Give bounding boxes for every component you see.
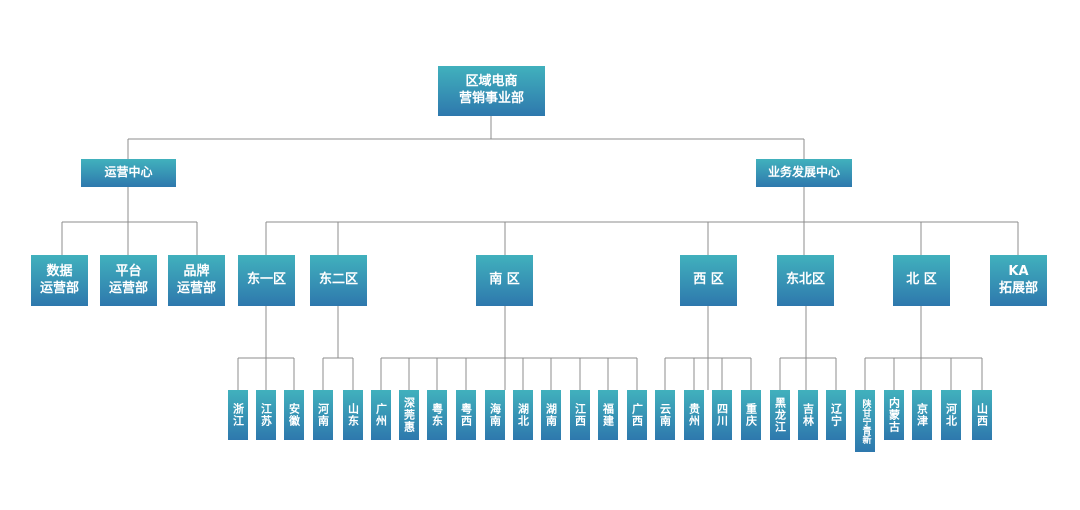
node-region-east-1: 东一区 — [238, 255, 295, 306]
node-province: 贵州 — [684, 390, 704, 440]
node-region-north: 北 区 — [893, 255, 950, 306]
province-label: 陕甘宁青新 — [860, 398, 871, 444]
province-label: 江苏 — [259, 403, 273, 427]
node-label: 品牌 运营部 — [176, 263, 216, 296]
node-business-development-center: 业务发展中心 — [756, 159, 852, 187]
province-label: 河南 — [316, 403, 330, 427]
node-province: 深莞惠 — [399, 390, 419, 440]
node-brand-operations: 品牌 运营部 — [168, 255, 225, 306]
node-province: 内蒙古 — [884, 390, 904, 440]
node-province: 河南 — [313, 390, 333, 440]
province-label: 福建 — [601, 403, 615, 427]
node-province: 湖南 — [541, 390, 561, 440]
province-label: 四川 — [715, 403, 729, 427]
province-label: 海南 — [488, 403, 502, 427]
node-label: 东一区 — [246, 272, 286, 288]
province-label: 吉林 — [801, 403, 815, 427]
province-label: 广州 — [374, 403, 388, 427]
node-region-west: 西 区 — [680, 255, 737, 306]
province-label: 京津 — [915, 403, 929, 427]
province-label: 粤东 — [430, 403, 444, 427]
node-province: 福建 — [598, 390, 618, 440]
province-label: 深莞惠 — [402, 397, 416, 433]
node-province: 京津 — [912, 390, 932, 440]
node-province: 河北 — [941, 390, 961, 440]
node-operations-center: 运营中心 — [81, 159, 176, 187]
node-province: 江西 — [570, 390, 590, 440]
node-province: 吉林 — [798, 390, 818, 440]
node-data-operations: 数据 运营部 — [31, 255, 88, 306]
node-province: 重庆 — [741, 390, 761, 440]
node-province: 辽宁 — [826, 390, 846, 440]
node-province: 湖北 — [513, 390, 533, 440]
node-province: 海南 — [485, 390, 505, 440]
province-label: 山西 — [975, 403, 989, 427]
node-region-northeast: 东北区 — [777, 255, 834, 306]
node-label: 北 区 — [906, 272, 937, 288]
node-ka-expansion: KA 拓展部 — [990, 255, 1047, 306]
node-region-east-2: 东二区 — [310, 255, 367, 306]
node-label: 东北区 — [785, 272, 825, 288]
province-label: 黑龙江 — [773, 397, 787, 433]
node-province: 安徽 — [284, 390, 304, 440]
node-province: 粤西 — [456, 390, 476, 440]
node-platform-operations: 平台 运营部 — [100, 255, 157, 306]
province-label: 云南 — [658, 403, 672, 427]
province-label: 重庆 — [744, 403, 758, 427]
node-label: 平台 运营部 — [108, 263, 148, 296]
province-label: 湖北 — [516, 403, 530, 427]
province-label: 安徽 — [287, 403, 301, 427]
node-label: KA 拓展部 — [998, 263, 1038, 296]
province-label: 粤西 — [459, 403, 473, 427]
node-province: 广州 — [371, 390, 391, 440]
node-province: 粤东 — [427, 390, 447, 440]
province-label: 内蒙古 — [887, 397, 901, 433]
node-label: 业务发展中心 — [767, 165, 840, 180]
province-label: 浙江 — [231, 403, 245, 427]
node-province: 陕甘宁青新 — [855, 390, 875, 452]
node-label: 区域电商 营销事业部 — [458, 74, 524, 106]
node-province: 山东 — [343, 390, 363, 440]
province-label: 山东 — [346, 403, 360, 427]
node-province: 江苏 — [256, 390, 276, 440]
node-province: 黑龙江 — [770, 390, 790, 440]
node-regional-ecommerce-division: 区域电商 营销事业部 — [438, 66, 545, 116]
node-label: 运营中心 — [104, 165, 153, 180]
province-label: 河北 — [944, 403, 958, 427]
node-label: 南 区 — [489, 272, 520, 288]
node-label: 数据 运营部 — [39, 263, 79, 296]
province-label: 广西 — [630, 403, 644, 427]
node-province: 浙江 — [228, 390, 248, 440]
node-label: 东二区 — [318, 272, 358, 288]
province-label: 江西 — [573, 403, 587, 427]
node-region-south: 南 区 — [476, 255, 533, 306]
node-province: 山西 — [972, 390, 992, 440]
node-province: 云南 — [655, 390, 675, 440]
node-label: 西 区 — [693, 272, 724, 288]
node-province: 广西 — [627, 390, 647, 440]
province-label: 湖南 — [544, 403, 558, 427]
node-province: 四川 — [712, 390, 732, 440]
province-label: 贵州 — [687, 403, 701, 427]
province-label: 辽宁 — [829, 403, 843, 427]
